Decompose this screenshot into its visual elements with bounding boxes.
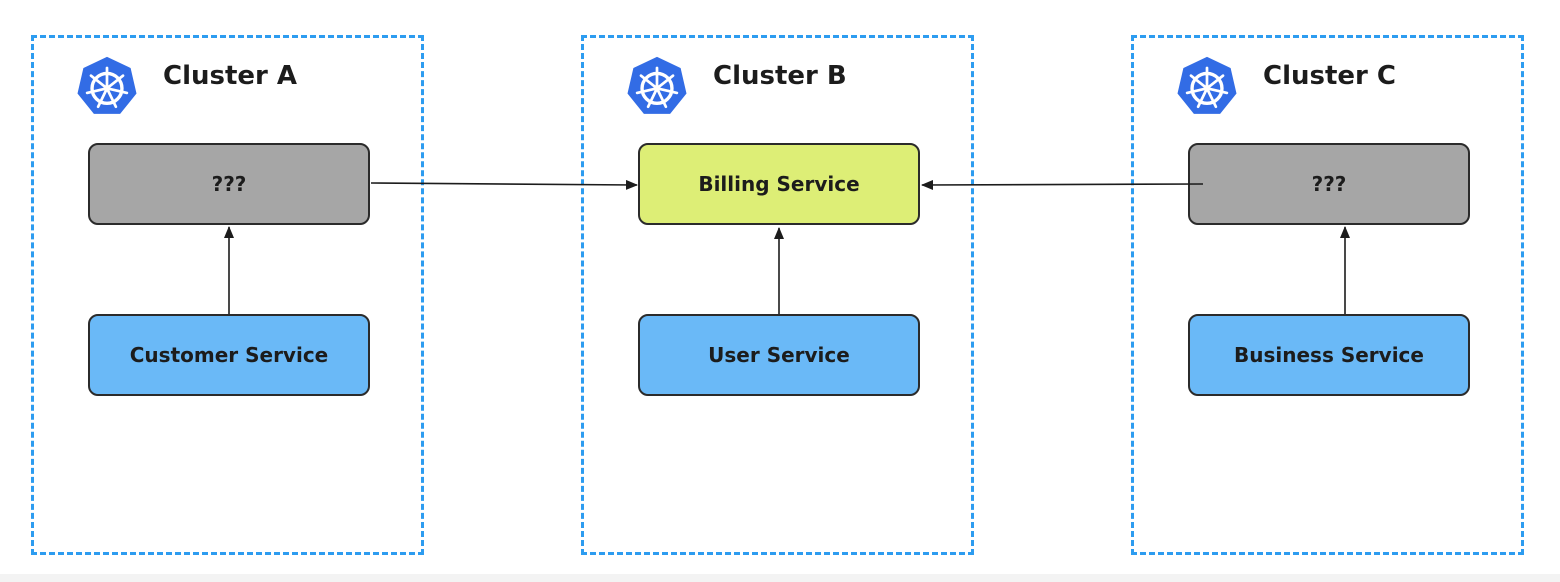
cluster-b-boundary: Cluster B Billing Service User Service xyxy=(581,35,974,555)
business-service-node: Business Service xyxy=(1188,314,1470,396)
kubernetes-icon xyxy=(74,54,140,117)
cluster-b-title: Cluster B xyxy=(713,61,847,91)
cluster-a-title: Cluster A xyxy=(163,61,298,91)
kubernetes-icon xyxy=(1174,54,1240,117)
billing-service-node: Billing Service xyxy=(638,143,920,225)
unknown-node-cluster-c: ??? xyxy=(1188,143,1470,225)
user-service-node: User Service xyxy=(638,314,920,396)
unknown-node-cluster-a: ??? xyxy=(88,143,370,225)
cluster-c-boundary: Cluster C ??? Business Service xyxy=(1131,35,1524,555)
customer-service-node: Customer Service xyxy=(88,314,370,396)
cluster-c-title: Cluster C xyxy=(1263,61,1396,91)
bottom-strip xyxy=(0,574,1560,582)
kubernetes-icon xyxy=(624,54,690,117)
cluster-a-boundary: Cluster A ??? Customer Service xyxy=(31,35,424,555)
